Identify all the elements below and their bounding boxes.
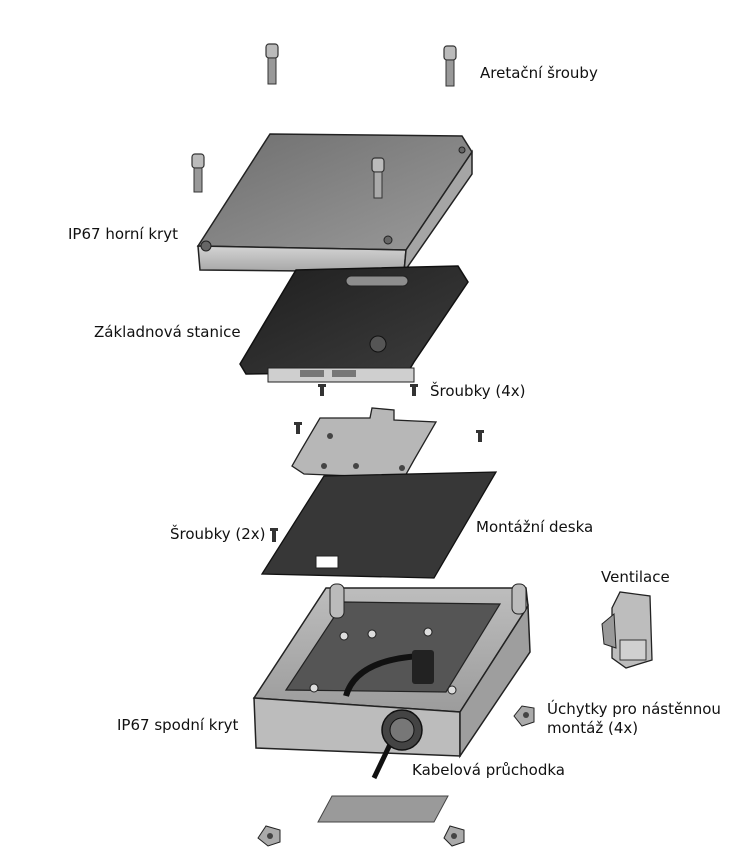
wall-clip-bottom-left	[257, 825, 281, 847]
label-bottom-cover: IP67 spodní kryt	[117, 716, 239, 734]
locking-screw-side	[191, 153, 205, 193]
label-screws-2x: Šroubky (2x)	[170, 525, 266, 543]
label-screws-4x: Šroubky (4x)	[430, 382, 526, 400]
ventilation-shape	[601, 591, 653, 669]
small-screws-2x	[270, 528, 278, 542]
locking-screw-right	[443, 45, 457, 87]
label-wall-clips-line1: Úchytky pro nástěnnou	[547, 700, 721, 718]
label-base-station: Základnová stanice	[94, 323, 241, 341]
top-cover-shape	[196, 133, 473, 275]
wall-clip-shape	[513, 705, 535, 727]
label-top-cover: IP67 horní kryt	[68, 225, 178, 243]
label-ventilation: Ventilace	[601, 568, 670, 586]
label-wall-clips-line2: montáž (4x)	[547, 719, 639, 737]
label-cable-gland: Kabelová průchodka	[412, 761, 565, 779]
label-mounting-plate: Montážní deska	[476, 518, 594, 536]
mounting-plate-shape	[260, 471, 498, 579]
label-locking-screws: Aretační šrouby	[480, 64, 598, 82]
wall-clip-bottom-right	[443, 825, 465, 847]
metal-bracket-shape	[291, 407, 438, 479]
base-station-shape	[239, 265, 469, 383]
cable-gland-shape	[371, 709, 423, 780]
locking-screw-left	[265, 43, 279, 85]
gasket-shape	[317, 795, 449, 823]
